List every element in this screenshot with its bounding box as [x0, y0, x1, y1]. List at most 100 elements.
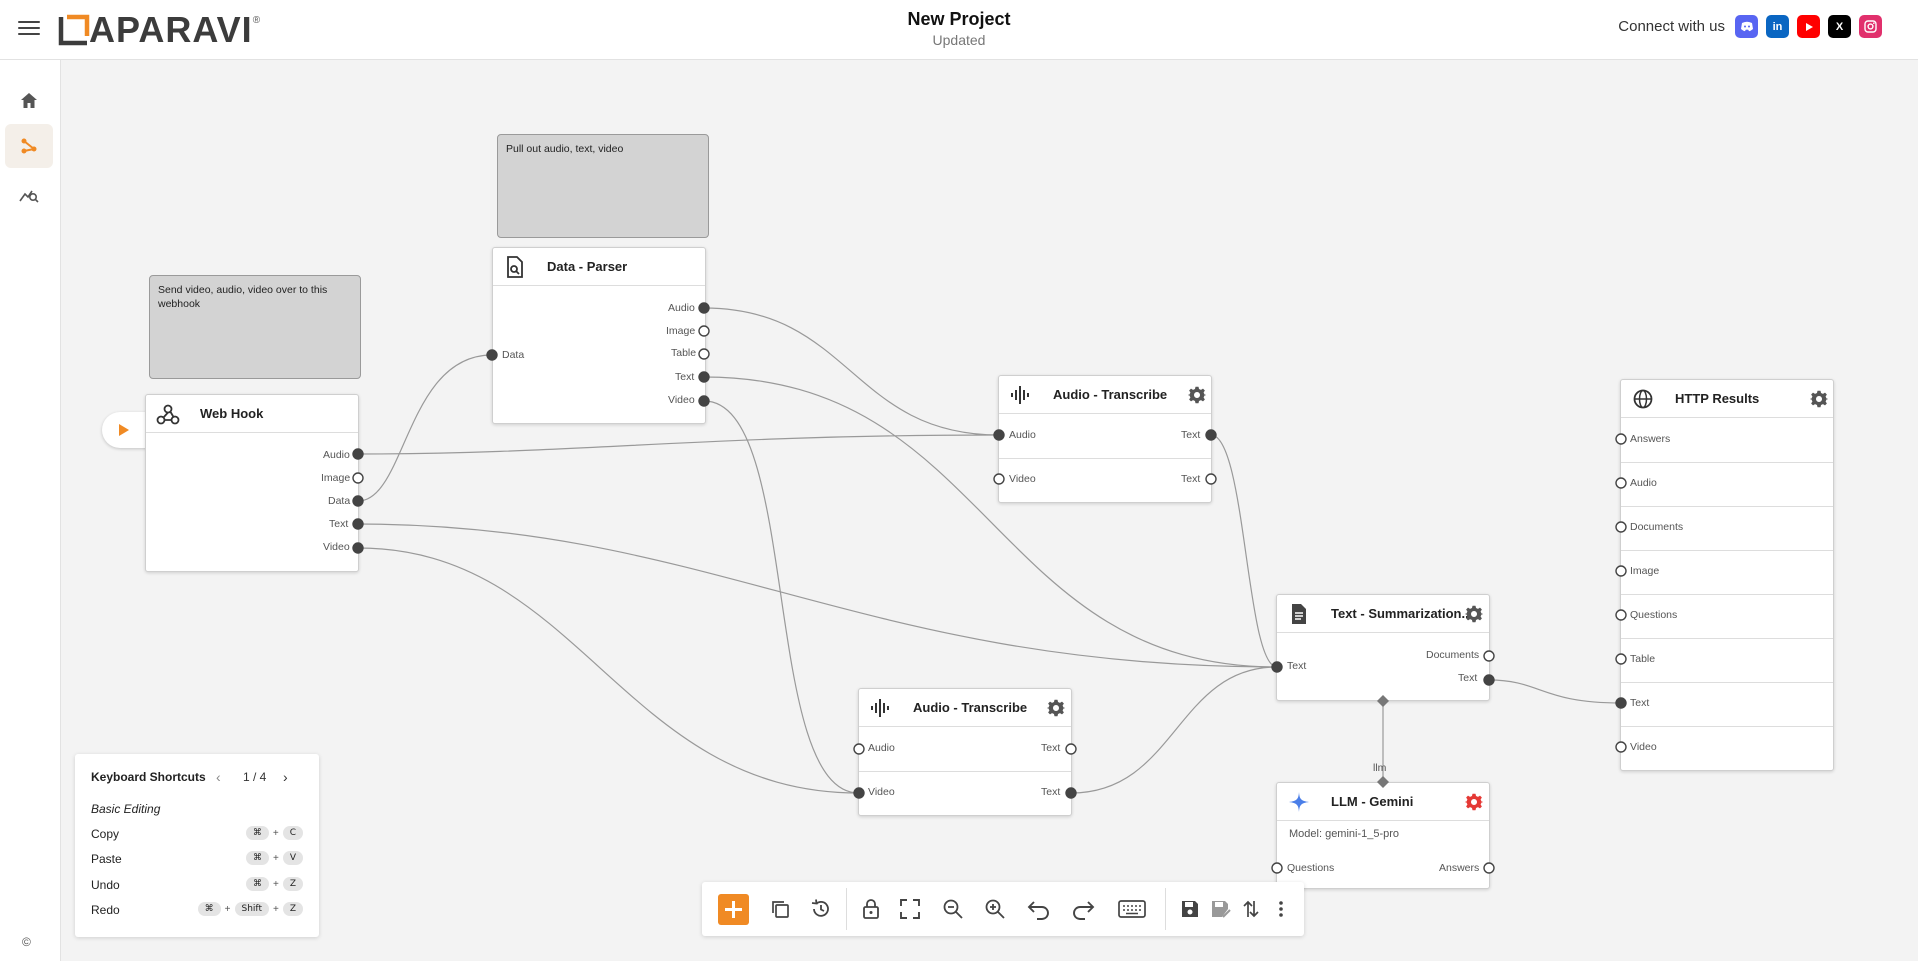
node-http-results[interactable]: HTTP Results — [1620, 379, 1834, 771]
port-label: Documents — [1630, 521, 1684, 533]
copyright-mark: © — [22, 935, 31, 949]
settings-gear-icon[interactable] — [1188, 386, 1206, 404]
shortcut-row: Copy ⌘+C — [91, 824, 303, 844]
edge — [357, 523, 1278, 668]
node-audio-transcribe[interactable]: Audio - Transcribe — [998, 375, 1212, 503]
edge — [357, 434, 1000, 455]
play-icon — [119, 424, 129, 436]
lock-icon — [863, 899, 879, 919]
port-label: Answers — [1630, 433, 1671, 445]
port-label: Audio — [668, 302, 695, 314]
rail-item-pipeline[interactable] — [5, 124, 53, 168]
port-label: Audio — [1009, 429, 1036, 441]
add-node-button[interactable] — [718, 894, 749, 925]
undo-button[interactable] — [1027, 897, 1051, 921]
node-text-summarization[interactable]: Text - Summarization... — [1276, 594, 1490, 701]
pipeline-canvas[interactable]: Send video, audio, video over to this we… — [61, 60, 1918, 961]
node-title: Audio - Transcribe — [913, 700, 1028, 715]
rail-item-home[interactable] — [5, 78, 53, 122]
redo-button[interactable] — [1071, 897, 1095, 921]
node-audio-transcribe[interactable]: Audio - Transcribe — [858, 688, 1072, 816]
node-title: Audio - Transcribe — [1053, 387, 1168, 402]
settings-gear-icon[interactable] — [1465, 793, 1483, 811]
settings-gear-icon[interactable] — [1047, 699, 1065, 717]
node-header: LLM - Gemini — [1277, 783, 1489, 821]
history-button[interactable] — [809, 897, 833, 921]
shortcuts-section-title: Basic Editing — [91, 802, 161, 816]
edge — [703, 307, 1000, 436]
fit-view-button[interactable] — [898, 897, 922, 921]
save-button[interactable] — [1178, 897, 1202, 921]
port-label: Image — [1630, 565, 1660, 577]
settings-gear-icon[interactable] — [1465, 605, 1483, 623]
port-label: Text — [329, 518, 349, 530]
keyboard-shortcuts-panel: Keyboard Shortcuts ‹ 1 / 4 › Basic Editi… — [75, 754, 319, 937]
x-icon[interactable]: X — [1828, 15, 1851, 38]
port-label: Text — [1041, 742, 1061, 754]
node-data-parser[interactable]: Data - Parser — [492, 247, 706, 424]
webhook-note[interactable]: Send video, audio, video over to this we… — [149, 275, 361, 379]
aparavi-logo[interactable]: APARAVI ® — [57, 9, 261, 50]
key-badge: ⌘ — [245, 851, 269, 865]
menu-icon[interactable] — [18, 17, 40, 37]
port-label: Video — [1009, 473, 1036, 485]
connect-with-us: Connect with us in X — [1618, 15, 1882, 38]
port-label: Video — [323, 541, 350, 553]
port-label: Text — [675, 371, 695, 383]
keyboard-shortcuts-button[interactable] — [1118, 897, 1146, 921]
port-label: Text — [1041, 786, 1061, 798]
linkedin-icon[interactable]: in — [1766, 15, 1789, 38]
run-button[interactable] — [102, 412, 150, 448]
pipeline-icon — [21, 138, 37, 154]
node-web-hook[interactable]: Web Hook — [145, 394, 359, 572]
save-icon — [1182, 901, 1198, 917]
node-title: Text - Summarization... — [1331, 606, 1473, 621]
sort-button[interactable] — [1239, 897, 1263, 921]
chevron-right-icon[interactable]: › — [283, 769, 288, 785]
sort-icon — [1243, 900, 1259, 918]
port-label: Table — [671, 347, 697, 359]
audio-waveform-icon — [1011, 386, 1029, 404]
discord-icon[interactable] — [1735, 15, 1758, 38]
port-label: Image — [321, 472, 351, 484]
duplicate-button[interactable] — [768, 897, 792, 921]
lock-button[interactable] — [859, 897, 883, 921]
node-header: Text - Summarization... — [1277, 595, 1489, 633]
zoom-in-icon — [985, 899, 1005, 919]
edge — [703, 376, 1278, 668]
shortcuts-title: Keyboard Shortcuts — [91, 770, 206, 784]
node-header: HTTP Results — [1621, 380, 1833, 418]
redo-icon — [1073, 901, 1095, 920]
node-llm-gemini[interactable]: LLM - Gemini — [1276, 782, 1490, 889]
zoom-in-button[interactable] — [983, 897, 1007, 921]
zoom-out-icon — [943, 899, 963, 919]
node-title: LLM - Gemini — [1331, 794, 1414, 809]
parser-note[interactable]: Pull out audio, text, video — [497, 134, 709, 238]
node-header: Web Hook — [146, 395, 358, 433]
zoom-out-button[interactable] — [941, 897, 965, 921]
port-label: Video — [1630, 741, 1657, 753]
port-label: Questions — [1630, 609, 1678, 621]
port-label: Audio — [1630, 477, 1657, 489]
instagram-icon[interactable] — [1859, 15, 1882, 38]
monitor-icon — [19, 190, 39, 203]
port-label: Text — [1181, 429, 1201, 441]
node-title: Web Hook — [200, 406, 264, 421]
youtube-icon[interactable] — [1797, 15, 1820, 38]
settings-gear-icon[interactable] — [1810, 390, 1828, 408]
key-badge: V — [282, 851, 303, 865]
more-options-button[interactable] — [1269, 897, 1293, 921]
duplicate-icon — [772, 901, 789, 918]
webhook-icon — [156, 404, 180, 425]
port-label: Data — [502, 349, 525, 361]
audio-waveform-icon — [871, 699, 889, 717]
chevron-left-icon[interactable]: ‹ — [216, 769, 221, 785]
edge — [357, 354, 493, 502]
rail-item-monitor[interactable] — [5, 173, 53, 217]
save-as-button[interactable] — [1209, 897, 1233, 921]
key-badge: ⌘ — [245, 877, 269, 891]
port-label: Video — [668, 394, 695, 406]
edge — [1488, 679, 1622, 704]
node-header: Data - Parser — [493, 248, 705, 286]
logo-registered-mark: ® — [252, 14, 261, 26]
